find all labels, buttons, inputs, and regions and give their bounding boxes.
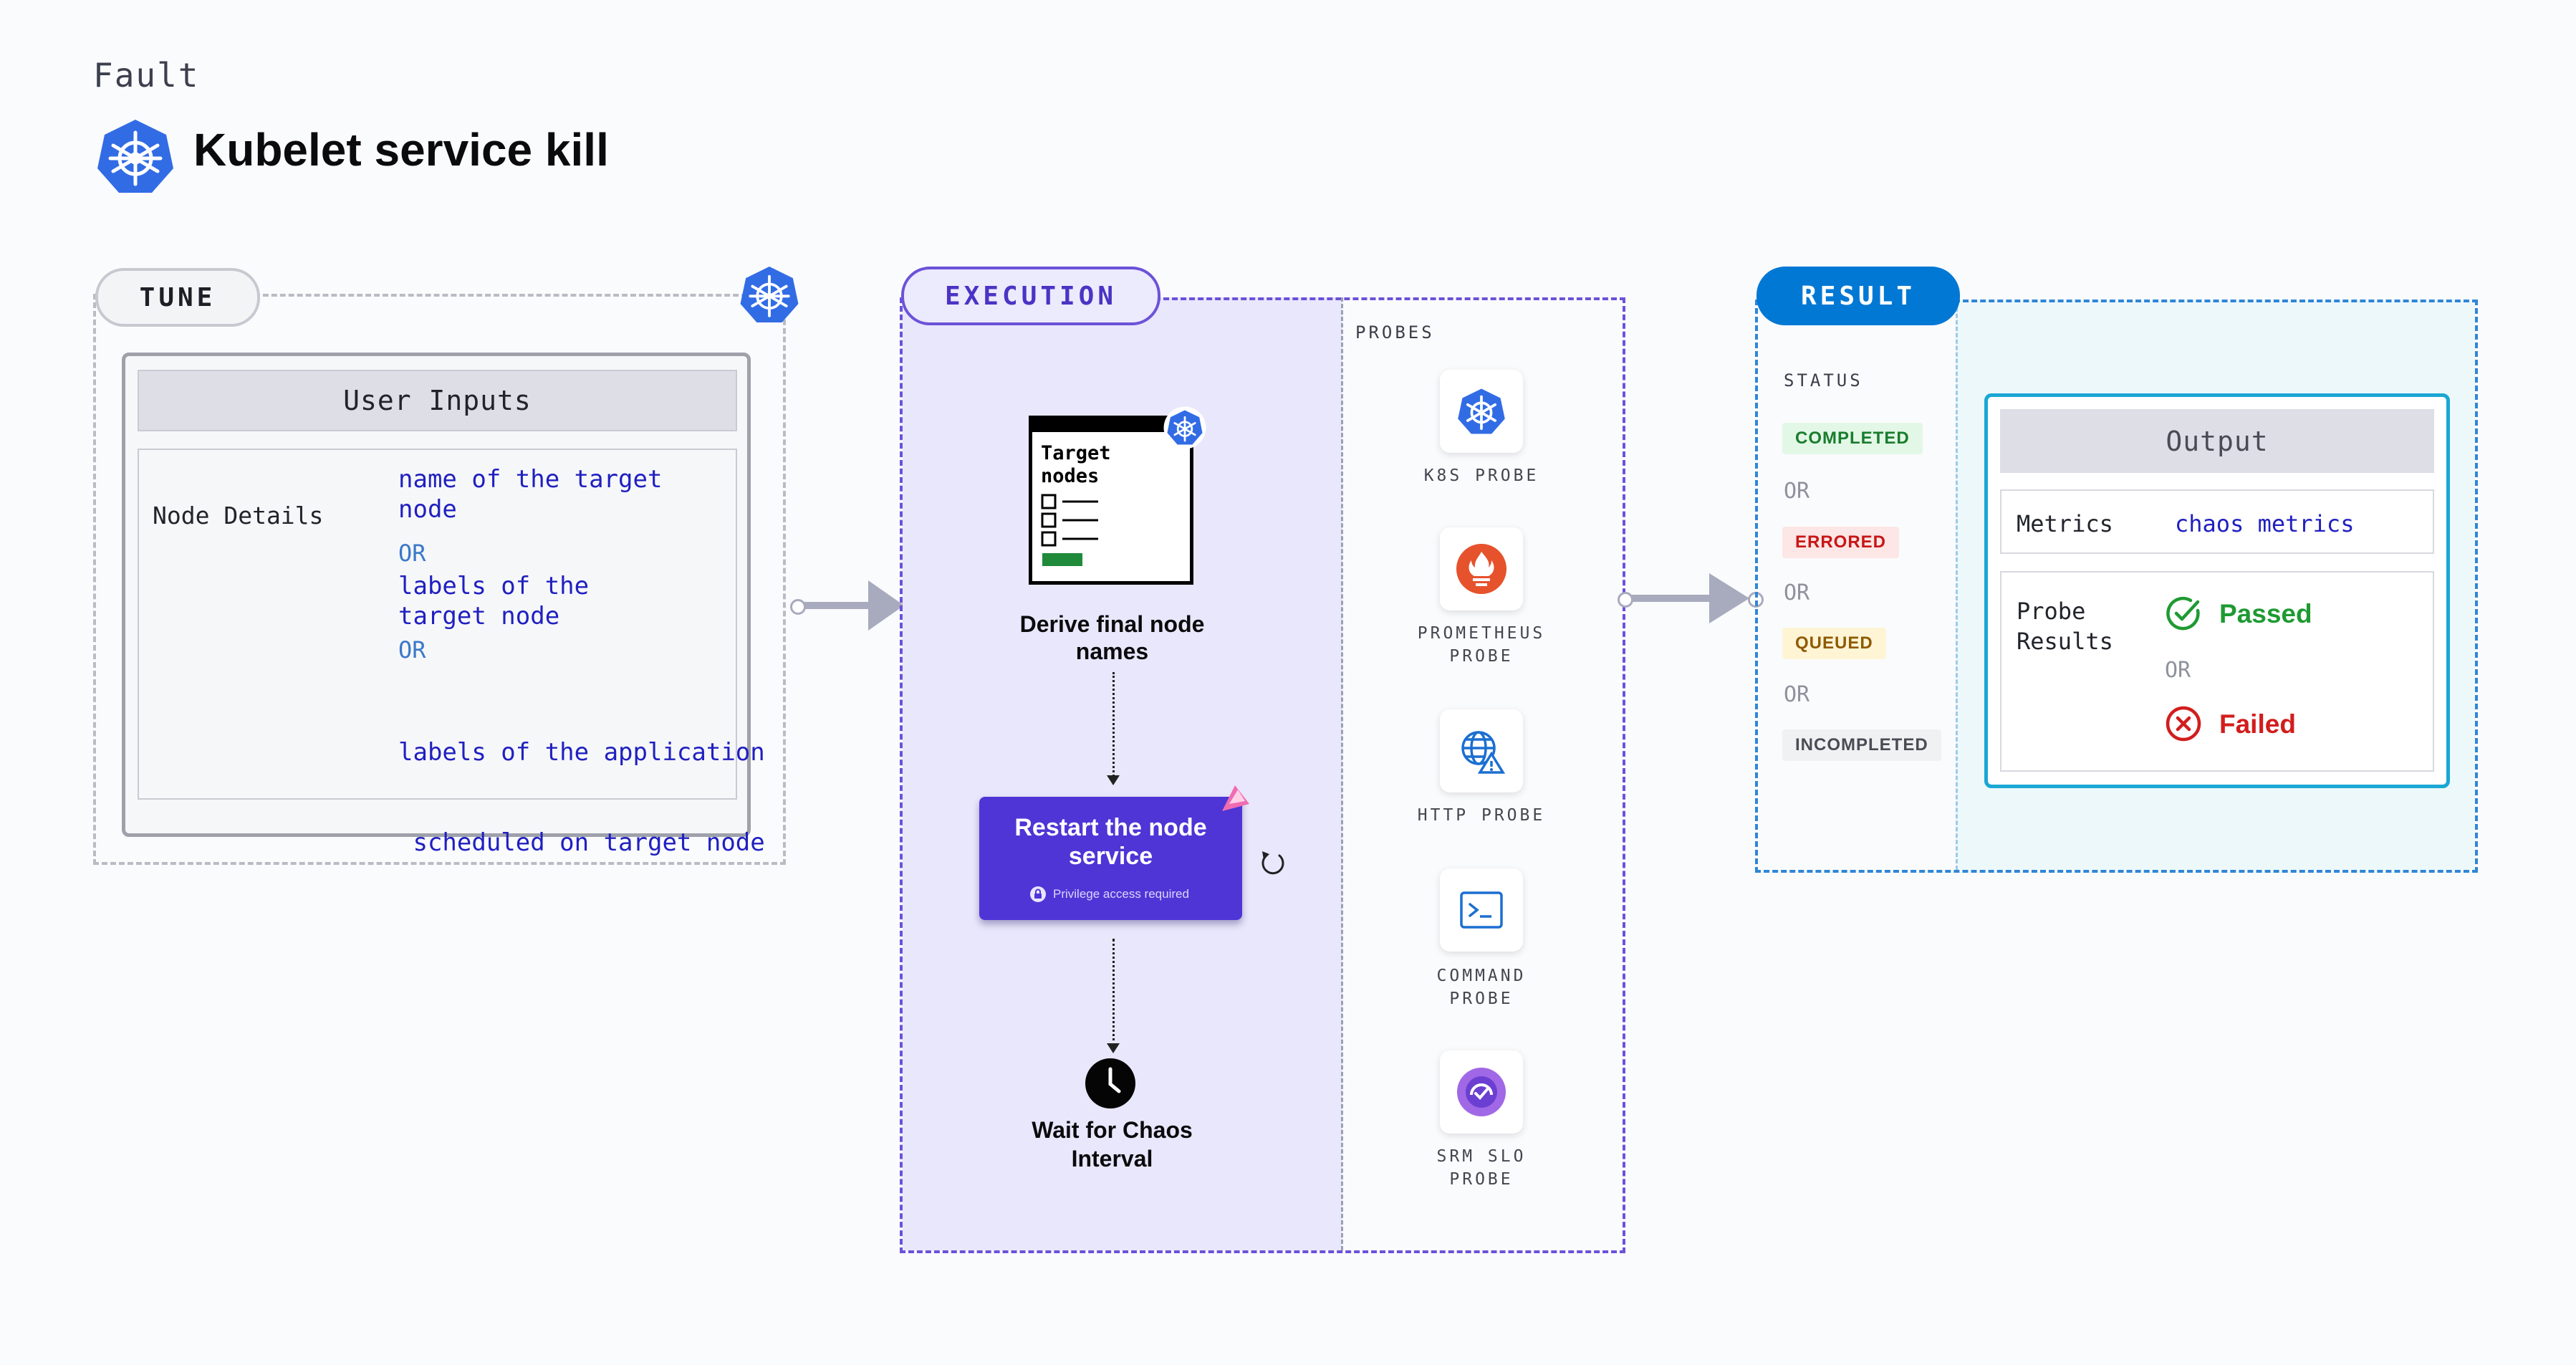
doc-title-line: nodes (1041, 465, 1100, 487)
status-badge-completed: COMPLETED (1782, 423, 1923, 454)
failed-label: Failed (2219, 709, 2296, 739)
clock-icon (1085, 1058, 1135, 1108)
privilege-note: Privilege access required (1053, 887, 1189, 901)
probe-label-line: COMMAND (1436, 967, 1527, 985)
x-circle-icon (2166, 706, 2201, 742)
arrow-right-icon (1709, 573, 1749, 623)
execution-pill: EXECUTION (901, 267, 1160, 325)
tune-pill: TUNE (95, 268, 260, 327)
srm-slo-probe-tile (1440, 1050, 1523, 1134)
status-badge-queued: QUEUED (1782, 628, 1886, 659)
probes-label: PROBES (1355, 322, 1435, 343)
metrics-label: Metrics (2017, 510, 2113, 537)
kubernetes-badge-icon (1163, 406, 1206, 449)
target-nodes-document-icon: Target nodes (1029, 416, 1193, 585)
probe-label-line: PROBE (1449, 1170, 1514, 1189)
prometheus-icon (1456, 544, 1506, 594)
step-label-line: Wait for Chaos (1032, 1117, 1193, 1143)
user-inputs-body (138, 449, 737, 800)
page-title: Kubelet service kill (193, 124, 609, 176)
http-globe-icon (1461, 731, 1506, 774)
step-label-line: Derive final node (1019, 611, 1205, 637)
passed-label: Passed (2219, 599, 2312, 628)
input-option-name: name of the target node (398, 464, 662, 525)
arrow-down-icon (1107, 1043, 1120, 1053)
check-circle-icon (2166, 596, 2200, 631)
prometheus-probe-label: PROMETHEUS PROBE (1388, 622, 1575, 668)
tune-section (93, 294, 786, 865)
connector-line (804, 602, 873, 609)
result-section (1755, 300, 2478, 873)
command-probe-label: COMMAND PROBE (1388, 964, 1575, 1010)
user-inputs-header: User Inputs (138, 370, 737, 431)
step-label-line: Interval (1071, 1146, 1153, 1172)
probe-results-label: Probe Results (2017, 596, 2113, 656)
result-pill: RESULT (1756, 267, 1960, 325)
or-separator: OR (2165, 658, 2191, 683)
terminal-icon (1460, 891, 1503, 929)
input-option-line: name of the target (398, 465, 663, 494)
or-separator: OR (1784, 682, 1810, 707)
probes-divider (1341, 297, 1343, 1250)
status-badge-errored: ERRORED (1782, 527, 1900, 558)
probe-results-row (2000, 571, 2434, 772)
prometheus-probe-tile (1440, 527, 1523, 610)
probe-label-line: PROBE (1449, 647, 1514, 666)
srm-slo-probe-label: SRM SLO PROBE (1388, 1145, 1575, 1191)
http-probe-label: HTTP PROBE (1417, 806, 1546, 825)
srm-slo-icon (1457, 1068, 1506, 1116)
status-label: STATUS (1784, 370, 1863, 391)
repeat-loop-icon (1261, 851, 1284, 875)
node-details-label: Node Details (153, 502, 324, 530)
result-border-top (1954, 300, 2478, 302)
command-probe-tile (1440, 868, 1523, 952)
category-label: Fault (93, 56, 200, 95)
input-option-line: node (398, 495, 457, 524)
input-option-line: scheduled on target node (398, 828, 765, 857)
wait-chaos-interval-step: Wait for Chaos Interval (1003, 1116, 1221, 1173)
lock-icon (1030, 886, 1046, 902)
k8s-probe-label: K8S PROBE (1423, 466, 1539, 485)
arrow-right-icon (868, 580, 904, 631)
input-option-line: labels of the application (398, 738, 765, 767)
step-label-line: service (1068, 843, 1153, 870)
flow-line (1112, 939, 1115, 1046)
execution-border-top (1155, 297, 1625, 300)
restart-node-service-step (979, 797, 1242, 920)
input-option-labels: labels of the target node (398, 571, 589, 631)
doc-title-line: Target (1041, 442, 1111, 464)
step-label-line: names (1075, 638, 1149, 664)
metrics-value: chaos metrics (2175, 510, 2355, 537)
k8s-probe-tile (1440, 370, 1523, 453)
or-separator: OR (398, 636, 426, 664)
arrow-down-icon (1107, 775, 1120, 785)
flow-line (1112, 672, 1115, 781)
execution-section (900, 297, 1625, 1253)
metrics-row (2000, 489, 2434, 554)
output-header: Output (2000, 409, 2434, 473)
input-option-app-labels: labels of the application scheduled on t… (398, 677, 765, 888)
kubernetes-icon (740, 267, 799, 322)
restart-step-title: Restart the node service (979, 813, 1242, 871)
connector-line (1631, 595, 1714, 602)
probe-label-line: PROBE (1449, 990, 1514, 1008)
input-option-line: labels of the (398, 572, 590, 600)
derive-node-names-step: Derive final node names (1003, 610, 1221, 665)
status-badge-incompleted: INCOMPLETED (1782, 729, 1941, 761)
tune-border-top (254, 294, 756, 297)
or-separator: OR (1784, 580, 1810, 605)
probe-label-line: PROMETHEUS (1417, 624, 1546, 643)
kubernetes-logo-icon (97, 120, 173, 193)
status-divider (1956, 301, 1958, 870)
http-probe-tile (1440, 709, 1523, 792)
probe-results-label-line: Probe (2017, 598, 2086, 625)
input-option-line: target node (398, 602, 560, 631)
step-label-line: Restart the node (1014, 814, 1207, 841)
chaos-flag-icon (1222, 785, 1249, 811)
or-separator: OR (1784, 479, 1810, 504)
probe-label-line: SRM SLO (1436, 1147, 1527, 1166)
probe-results-label-line: Results (2017, 628, 2113, 655)
or-separator: OR (398, 540, 426, 567)
k8s-icon (1458, 388, 1505, 434)
